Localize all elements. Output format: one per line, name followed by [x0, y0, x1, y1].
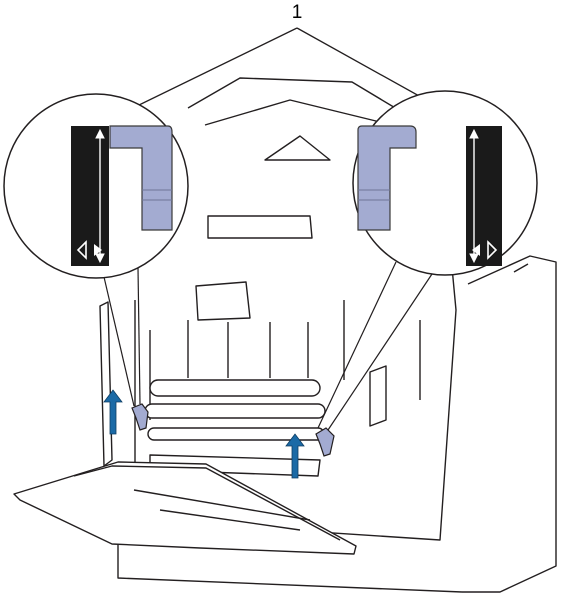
scale-strip-left — [71, 126, 109, 266]
unlock-mark-right-icon — [472, 240, 498, 260]
magnified-view-right — [317, 90, 538, 431]
double-arrow-left-icon — [95, 128, 105, 264]
printer-body — [13, 77, 557, 593]
callout-number: 1 — [291, 2, 303, 23]
scale-strip-right — [466, 126, 502, 266]
double-arrow-right-icon — [469, 128, 479, 264]
lever-shape-left — [109, 125, 173, 231]
lift-arrow-left-icon — [103, 389, 123, 435]
magnified-view-left — [3, 93, 189, 407]
lift-arrow-right-icon — [285, 433, 305, 479]
unlock-mark-left-icon — [76, 240, 102, 260]
fuser-lever-right — [315, 427, 335, 457]
lever-shape-right — [357, 125, 417, 231]
fuser-lever-left — [131, 403, 149, 431]
